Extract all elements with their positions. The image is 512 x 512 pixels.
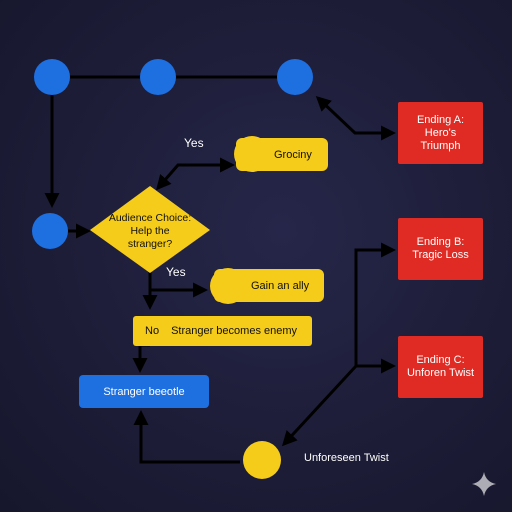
twist-node-circle bbox=[243, 441, 281, 479]
edge-twist-to-beeotle bbox=[133, 410, 240, 464]
stranger-enemy-node: No Stranger becomes enemy bbox=[133, 316, 312, 346]
gain-ally-label: Gain an ally bbox=[251, 280, 310, 292]
blue-node-3 bbox=[277, 59, 313, 95]
unforeseen-twist-label: Unforeseen Twist bbox=[304, 452, 389, 464]
stranger-enemy-label: Stranger becomes enemy bbox=[171, 325, 298, 337]
ending-b-node: Ending B: Tragic Loss bbox=[398, 218, 483, 280]
ending-a-node: Ending A: Hero's Triumph bbox=[398, 102, 483, 164]
blue-node-4 bbox=[32, 213, 68, 249]
edge-label-yes-bottom: Yes bbox=[166, 265, 186, 279]
decision-diamond bbox=[90, 186, 210, 273]
edges bbox=[44, 75, 396, 464]
decision-label: Audience Choice: Help the stranger? bbox=[108, 212, 192, 250]
stranger-beeotle-label: Stranger beeotle bbox=[103, 385, 185, 398]
edge-blue3-to-ending-a bbox=[315, 95, 396, 141]
edge-to-twist bbox=[281, 364, 358, 447]
edge-decision-to-grociny bbox=[156, 157, 235, 191]
ally-node-circle bbox=[210, 268, 246, 304]
grociny-node-circle bbox=[234, 136, 270, 172]
edge-enemy-to-beeotle bbox=[132, 343, 150, 373]
blue-node-2 bbox=[140, 59, 176, 95]
grociny-label: Grociny bbox=[274, 149, 312, 161]
no-label: No bbox=[145, 325, 160, 337]
edge-label-yes-top: Yes bbox=[184, 136, 204, 150]
blue-node-1 bbox=[34, 59, 70, 95]
ending-c-node: Ending C: Unforen Twist bbox=[398, 336, 483, 398]
stranger-beeotle-node: Stranger beeotle bbox=[79, 375, 209, 408]
sparkle-icon bbox=[472, 472, 496, 496]
edge-to-ending-b bbox=[354, 242, 396, 366]
